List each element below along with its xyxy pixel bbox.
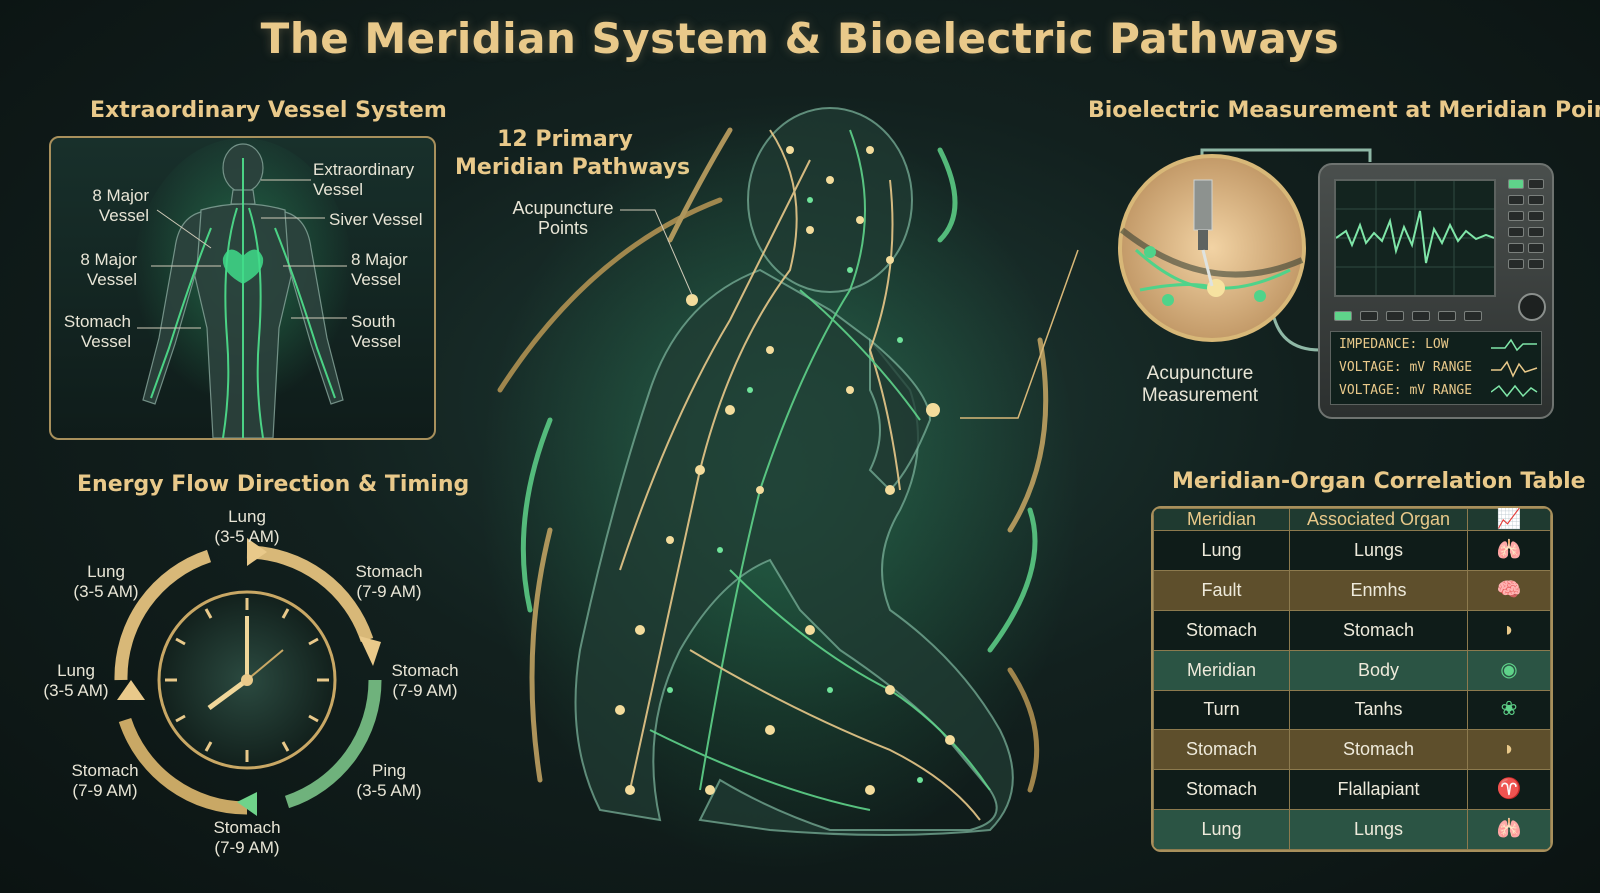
liver-icon: ❀ <box>1500 698 1518 721</box>
cell-meridian: Stomach <box>1153 729 1290 771</box>
flow-label-lower-right: Ping(3-5 AM) <box>356 761 422 800</box>
vessel-panel: Extraordinary Vessel 8 Major Vessel Sive… <box>49 136 436 440</box>
cell-organ: Enmhs <box>1289 569 1468 611</box>
vessel-section-heading: Extraordinary Vessel System <box>90 98 447 123</box>
label-south-vessel: South Vessel <box>351 312 402 351</box>
label-stomach-vessel: Stomach Vessel <box>63 312 131 351</box>
cell-meridian: Lung <box>1153 530 1290 571</box>
cell-meridian: Fault <box>1153 569 1290 611</box>
stomach-icon: ◗ <box>1502 618 1516 641</box>
readout-panel: IMPEDANCE: LOW VOLTAGE: mV RANGE VOLTAGE… <box>1330 331 1542 405</box>
page-title: The Meridian System & Bioelectric Pathwa… <box>260 14 1340 63</box>
column-header-organ: Associated Organ <box>1289 508 1468 531</box>
readout-impedance: IMPEDANCE: LOW <box>1339 337 1449 352</box>
flow-label-left: Lung(3-5 AM) <box>43 661 109 700</box>
acupuncture-measurement-label: Acupuncture Measurement <box>1141 363 1259 406</box>
label-major-vessel-left: 8 Major Vessel <box>80 250 137 289</box>
cell-meridian: Turn <box>1153 689 1290 731</box>
brain-icon: 🧠 <box>1496 578 1522 601</box>
flow-section-heading: Energy Flow Direction & Timing <box>77 472 470 497</box>
uterus-icon: ♈ <box>1496 778 1522 801</box>
cell-meridian: Lung <box>1153 809 1290 850</box>
label-extraordinary-vessel: Extraordinary Vessel <box>313 160 415 199</box>
cell-meridian: Stomach <box>1153 769 1290 811</box>
readout-voltage-2: VOLTAGE: mV RANGE <box>1339 383 1473 398</box>
flow-label-upper-left: Lung(3-5 AM) <box>73 562 139 601</box>
label-major-vessel-top: 8 Major Vessel <box>92 186 149 225</box>
readout-wave-icons <box>1491 338 1538 398</box>
cell-organ: Flallapiant <box>1289 769 1468 811</box>
flow-label-lower-left: Stomach(7-9 AM) <box>71 761 139 800</box>
cell-organ: Body <box>1289 649 1468 691</box>
cell-organ: Stomach <box>1289 729 1468 771</box>
lungs-icon: 🫁 <box>1496 538 1522 561</box>
measurement-probe-diagram <box>960 148 1372 419</box>
waveform-display <box>1335 181 1495 295</box>
flow-label-upper-right: Stomach(7-9 AM) <box>355 562 423 601</box>
cell-organ: Stomach <box>1289 609 1468 651</box>
cell-meridian: Stomach <box>1153 609 1290 651</box>
table-section-heading: Meridian-Organ Correlation Table <box>1172 469 1586 494</box>
oscilloscope-screen <box>1334 179 1496 297</box>
stomach-icon: ◗ <box>1502 738 1516 761</box>
flow-label-bottom: Stomach(7-9 AM) <box>213 818 281 857</box>
chart-icon: 📈 <box>1467 508 1551 531</box>
cell-organ: Lungs <box>1289 530 1468 571</box>
cell-meridian: Meridian <box>1153 649 1290 691</box>
label-major-vessel-right: 8 Major Vessel <box>351 250 408 289</box>
column-header-meridian: Meridian <box>1153 508 1290 531</box>
figure-section-heading: 12 Primary Meridian Pathways <box>455 127 690 180</box>
cell-organ: Lungs <box>1289 809 1468 850</box>
cell-organ: Tanhs <box>1289 689 1468 731</box>
readout-voltage-1: VOLTAGE: mV RANGE <box>1339 360 1473 375</box>
eye-icon: ◉ <box>1500 658 1518 681</box>
flow-label-top: Lung(3-5 AM) <box>214 507 280 546</box>
meridian-figure <box>480 107 1080 870</box>
bioelectric-section-heading: Bioelectric Measurement at Meridian Poin… <box>1088 98 1600 123</box>
energy-clock <box>114 538 382 816</box>
measurement-monitor: IMPEDANCE: LOW VOLTAGE: mV RANGE VOLTAGE… <box>1318 163 1554 419</box>
monitor-knob <box>1518 293 1546 321</box>
vessel-body-figure <box>133 138 353 438</box>
lungs-icon: 🫁 <box>1496 818 1522 841</box>
label-siver-vessel: Siver Vessel <box>329 210 423 229</box>
flow-label-right: Stomach(7-9 AM) <box>391 661 459 700</box>
